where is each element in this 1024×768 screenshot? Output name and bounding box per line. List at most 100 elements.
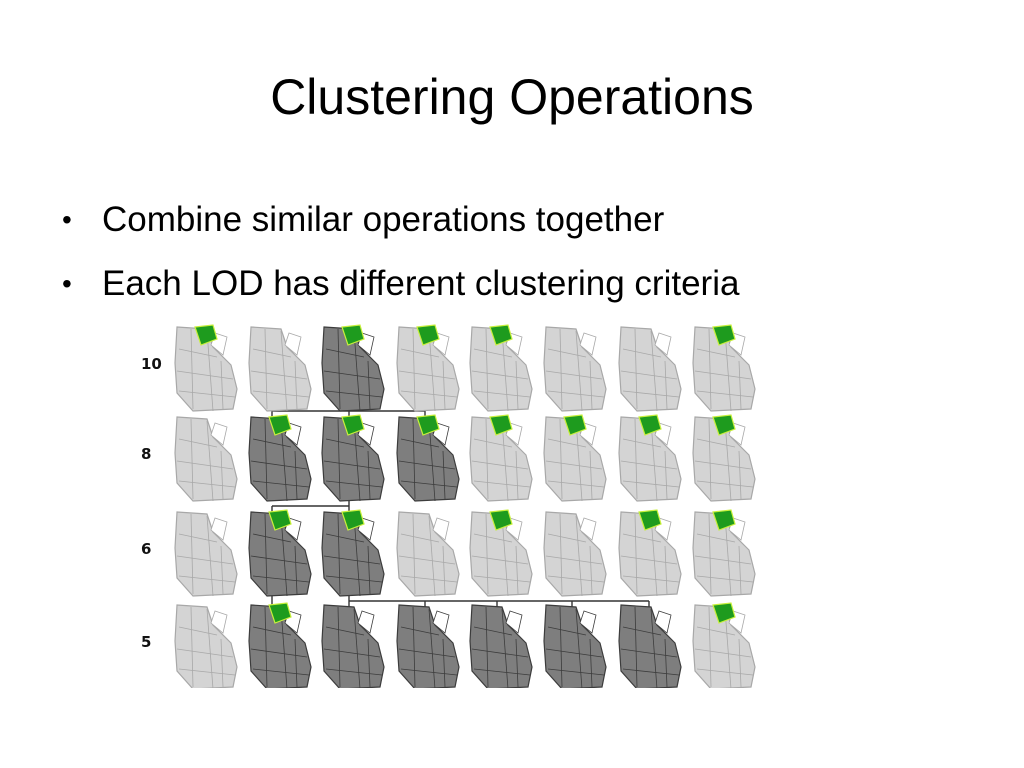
clustered-region-highlight	[416, 324, 440, 346]
mesh-thumbnail	[692, 509, 756, 597]
mesh-grid-line	[485, 513, 489, 595]
mesh-grid-line	[294, 545, 298, 595]
clustered-region-highlight	[489, 324, 513, 346]
mesh-grid-line	[325, 626, 365, 636]
mesh-hole	[357, 610, 375, 634]
mesh-grid-line	[353, 330, 361, 412]
mesh-grid-line	[176, 648, 234, 658]
mesh-grid-line	[190, 328, 194, 410]
mesh-thumbnail	[692, 602, 756, 688]
mesh-hole	[505, 610, 523, 634]
mesh-grid-line	[575, 330, 583, 412]
mesh-grid-line	[190, 418, 194, 500]
mesh-grid-line	[325, 480, 383, 488]
mesh-grid-line	[323, 370, 381, 380]
mesh-grid-line	[176, 370, 234, 380]
mesh-grid-line	[264, 328, 268, 410]
mesh-grid-line	[178, 480, 236, 488]
mesh-grid-line	[515, 450, 519, 500]
mesh-grid-line	[412, 418, 416, 500]
mesh-grid-line	[400, 668, 458, 676]
mesh-grid-line	[501, 330, 509, 412]
clustered-region-highlight	[268, 602, 292, 624]
mesh-grid-line	[400, 626, 440, 636]
mesh-grid-line	[398, 555, 456, 565]
mesh-grid-line	[485, 606, 489, 688]
mesh-hole	[210, 610, 228, 634]
mesh-grid-line	[220, 638, 224, 688]
mesh-outline	[543, 604, 607, 688]
mesh-grid-line	[264, 513, 268, 595]
mesh-grid-line	[250, 460, 308, 470]
mesh-grid-line	[252, 575, 310, 583]
mesh-grid-line	[280, 608, 288, 688]
mesh-thumbnail	[321, 604, 385, 688]
mesh-grid-line	[473, 668, 531, 676]
mesh-thumbnail	[174, 604, 238, 688]
mesh-grid-line	[252, 348, 292, 358]
mesh-grid-line	[325, 575, 383, 583]
mesh-outline	[174, 604, 238, 688]
mesh-grid-line	[696, 575, 754, 583]
mesh-grid-line	[485, 328, 489, 410]
mesh-hole	[432, 610, 450, 634]
mesh-thumbnail	[543, 414, 607, 502]
mesh-grid-line	[724, 420, 732, 502]
bullet-text: Each LOD has different clustering criter…	[102, 264, 740, 303]
mesh-grid-line	[620, 648, 678, 658]
mesh-thumbnail	[469, 509, 533, 597]
mesh-grid-line	[589, 450, 593, 500]
mesh-outline	[618, 604, 682, 688]
bullet-item: • Combine similar operations together	[62, 188, 739, 252]
mesh-grid-line	[471, 648, 529, 658]
clustered-region-highlight	[489, 414, 513, 436]
mesh-grid-line	[220, 360, 224, 410]
mesh-grid-line	[367, 638, 371, 688]
mesh-grid-line	[473, 390, 531, 398]
bullet-dot-icon: •	[62, 204, 72, 235]
mesh-grid-line	[559, 513, 563, 595]
mesh-hole	[210, 422, 228, 446]
mesh-grid-line	[294, 450, 298, 500]
mesh-grid-line	[400, 348, 440, 358]
mesh-grid-line	[515, 545, 519, 595]
mesh-grid-line	[501, 608, 509, 688]
mesh-grid-line	[178, 438, 218, 448]
mesh-grid-line	[545, 555, 603, 565]
clustered-region-highlight	[341, 414, 365, 436]
mesh-grid-line	[367, 545, 371, 595]
mesh-grid-line	[294, 638, 298, 688]
mesh-grid-line	[650, 330, 658, 412]
mesh-grid-line	[650, 608, 658, 688]
mesh-grid-line	[325, 438, 365, 448]
mesh-grid-line	[696, 533, 736, 543]
mesh-grid-line	[337, 418, 341, 500]
mesh-grid-line	[471, 555, 529, 565]
mesh-grid-line	[264, 418, 268, 500]
mesh-grid-line	[664, 545, 668, 595]
mesh-grid-line	[575, 420, 583, 502]
clustered-region-highlight	[489, 509, 513, 531]
mesh-outline	[248, 326, 312, 412]
mesh-grid-line	[252, 390, 310, 398]
mesh-thumbnail	[543, 326, 607, 412]
mesh-grid-line	[620, 555, 678, 565]
mesh-thumbnail	[321, 414, 385, 502]
mesh-grid-line	[738, 450, 742, 500]
mesh-outline	[543, 326, 607, 412]
mesh-grid-line	[696, 438, 736, 448]
mesh-grid-line	[428, 608, 436, 688]
mesh-grid-line	[442, 638, 446, 688]
mesh-grid-line	[428, 420, 436, 502]
mesh-thumbnail	[618, 414, 682, 502]
mesh-grid-line	[708, 606, 712, 688]
mesh-grid-line	[694, 370, 752, 380]
mesh-outline	[469, 604, 533, 688]
mesh-grid-line	[547, 575, 605, 583]
mesh-grid-line	[337, 606, 341, 688]
mesh-hole	[654, 610, 672, 634]
clustered-region-highlight	[268, 414, 292, 436]
mesh-thumbnail	[174, 324, 238, 412]
bullet-item: • Each LOD has different clustering crit…	[62, 252, 739, 316]
mesh-grid-line	[250, 555, 308, 565]
